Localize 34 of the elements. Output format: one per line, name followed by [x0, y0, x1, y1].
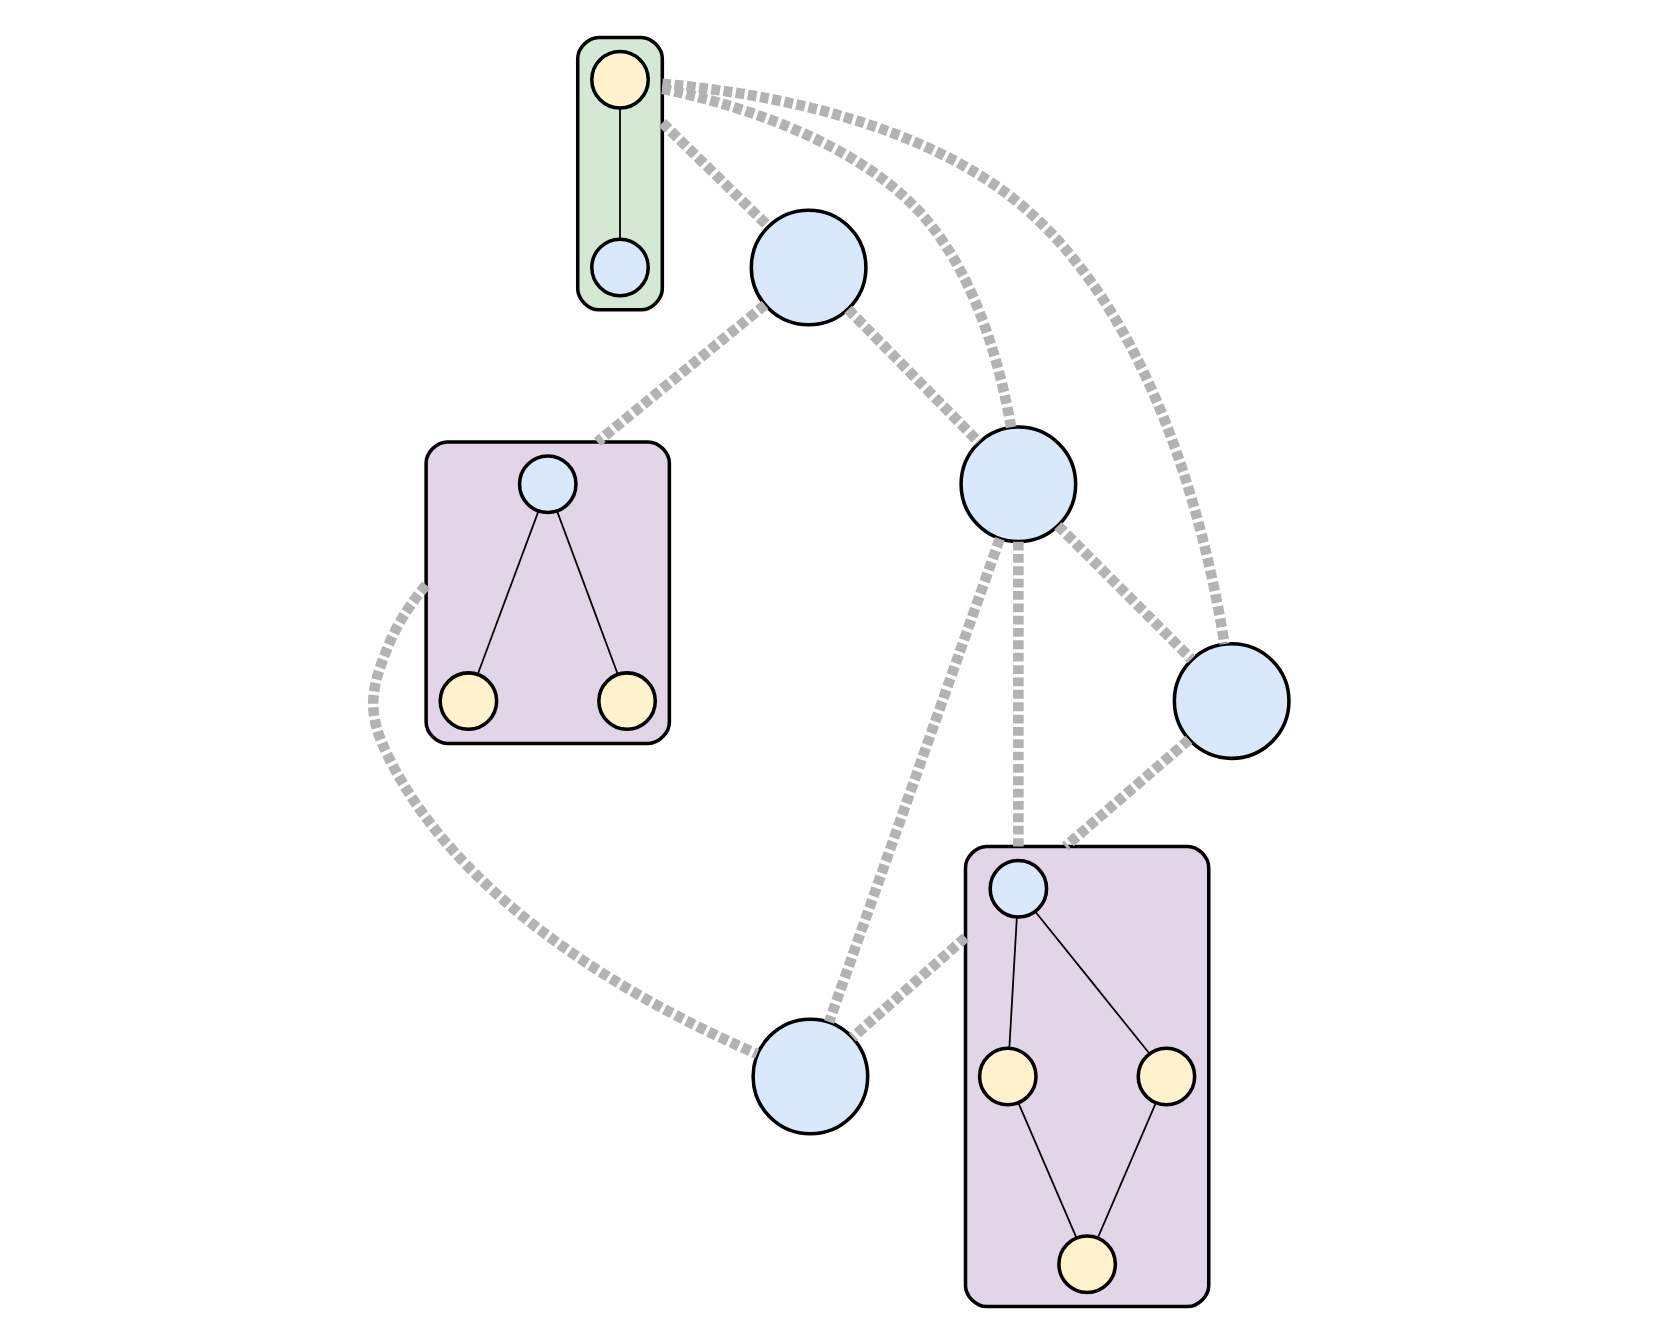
connector	[1008, 916, 1018, 1049]
node-circle	[959, 425, 1078, 544]
node-circle	[977, 1046, 1038, 1107]
cluster	[963, 844, 1211, 1309]
connector	[849, 933, 970, 1042]
connector	[824, 537, 1005, 1024]
connector	[594, 300, 769, 447]
cluster	[424, 440, 672, 746]
connector	[1013, 541, 1024, 847]
connector	[556, 510, 619, 675]
connector	[1034, 910, 1151, 1055]
connector	[1017, 1102, 1078, 1239]
node-circle	[1136, 1046, 1197, 1107]
connector	[619, 107, 621, 240]
node-circle	[517, 454, 578, 515]
connector	[368, 581, 760, 1059]
node-circle	[988, 858, 1049, 919]
connector	[661, 78, 1230, 645]
connector	[658, 119, 772, 230]
node-circle	[597, 671, 658, 732]
connector	[1096, 1102, 1157, 1239]
connector	[844, 305, 983, 446]
node-circle	[751, 1017, 870, 1136]
connector	[1061, 735, 1193, 851]
node-circle	[438, 671, 499, 732]
node-circle	[590, 237, 650, 298]
connector	[476, 510, 540, 675]
cluster	[575, 35, 665, 312]
node-circle	[590, 49, 650, 110]
node-circle	[1057, 1234, 1118, 1295]
connector	[1054, 521, 1196, 663]
connector	[661, 83, 1017, 429]
node-circle	[1172, 642, 1291, 761]
node-circle	[749, 208, 868, 327]
